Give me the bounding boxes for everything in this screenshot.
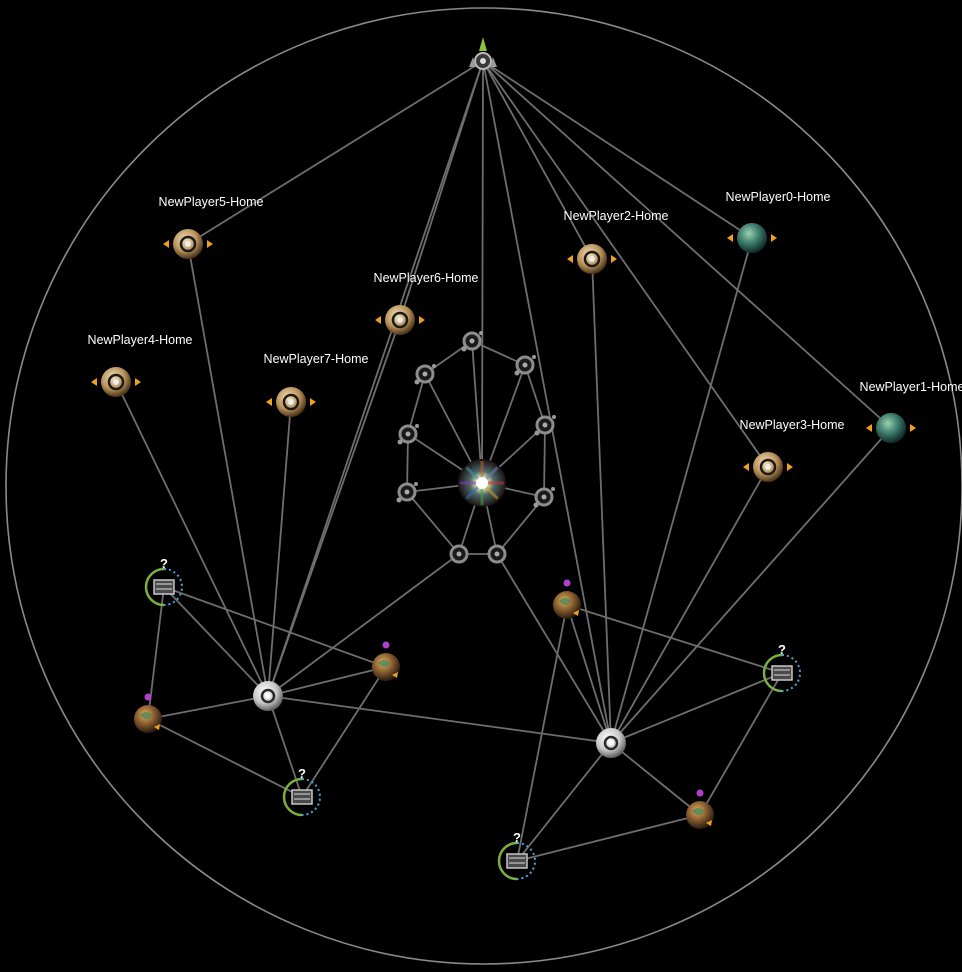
unexplored-system-icon[interactable] [282,777,321,817]
hyperlane [482,60,753,239]
home-system-label: NewPlayer3-Home [739,418,845,432]
home-system-p3[interactable] [743,452,793,482]
relay-node-icon[interactable] [397,424,420,445]
station-icon[interactable] [469,37,497,70]
colony-planet-icon[interactable] [134,693,162,734]
anomaly-marker [696,789,704,797]
hyperlane [482,60,892,429]
hyperlane [699,672,783,816]
hyperlane [610,466,769,744]
hyperlane [482,60,769,468]
hyperlane [516,814,701,862]
hyperlane [406,433,409,493]
hyperlane [163,586,387,668]
orange-arrow-icon [375,316,425,324]
orange-arrow-icon [866,424,916,432]
hyperlane [566,604,612,744]
unknown-marker: ? [298,766,306,781]
relay-node-icon[interactable] [414,364,437,385]
home-system-label: NewPlayer0-Home [725,190,831,204]
home-system-p7[interactable] [266,387,316,417]
relay-node-icon[interactable] [461,331,484,352]
relay-node-icon[interactable] [533,487,556,508]
hyperlane [187,243,269,697]
home-system-p0[interactable] [727,223,777,253]
hyperlane [591,258,612,744]
orange-arrow-icon [743,463,793,471]
hyperlane [267,60,484,697]
hyperlane [187,60,484,245]
home-system-p4[interactable] [91,367,141,397]
galaxy-boundary [5,7,962,965]
moon-hub-icon[interactable] [596,728,626,758]
hyperlane [424,340,473,375]
relay-node-icon[interactable] [449,544,469,564]
hyperlane [471,340,526,366]
unexplored-system-icon[interactable] [497,841,536,881]
hyperlane [147,695,269,720]
galactic-core-icon[interactable] [458,459,506,507]
hyperlane [516,604,568,862]
hyperlane [610,237,753,744]
hyperlane [543,424,546,498]
orange-arrow-icon [266,398,316,406]
hyperlane [407,373,426,435]
hyperlane [496,553,612,744]
home-system-label: NewPlayer1-Home [859,380,962,394]
hyperlane [524,364,546,426]
colony-planet-icon[interactable] [372,641,400,682]
hyperlane [147,718,303,798]
hyperlane [610,427,892,744]
home-system-p1[interactable] [866,413,916,443]
hyperlane [267,695,612,744]
hyperlanes [115,60,892,862]
hyperlane [267,319,401,697]
home-system-p6[interactable] [375,305,425,335]
relay-node-icon[interactable] [534,415,557,436]
star-systems [91,37,916,881]
orange-arrow-icon [567,255,617,263]
hyperlane [267,553,460,697]
hyperlane [610,742,701,816]
relay-node-icon[interactable] [396,482,419,503]
hyperlane [267,401,292,697]
relay-node-icon[interactable] [487,544,507,564]
colony-planet-icon[interactable] [686,789,714,830]
orange-arrow-icon [91,378,141,386]
anomaly-marker [144,693,152,701]
home-system-label: NewPlayer6-Home [373,271,479,285]
colony-planet-icon[interactable] [553,579,581,620]
unknown-marker: ? [513,830,521,845]
home-system-p2[interactable] [567,244,617,274]
moon-hub-icon[interactable] [253,681,283,711]
hyperlane [566,604,783,674]
anomaly-marker [563,579,571,587]
hyperlane [301,666,387,798]
hyperlane [267,666,387,697]
hyperlane [610,672,783,744]
orange-arrow-icon [727,234,777,242]
hyperlane [481,60,484,484]
hyperlane [163,586,269,697]
home-system-label: NewPlayer4-Home [87,333,193,347]
home-system-label: NewPlayer5-Home [158,195,264,209]
home-system-label: NewPlayer2-Home [563,209,669,223]
hyperlane [115,381,269,697]
unexplored-system-icon[interactable] [762,653,801,693]
hyperlane [406,491,460,555]
hyperlane [482,60,612,744]
home-system-label: NewPlayer7-Home [263,352,369,366]
unexplored-system-icon[interactable] [144,567,183,607]
anomaly-marker [382,641,390,649]
hyperlane [482,60,593,260]
hyperlane [516,742,612,862]
unknown-marker: ? [778,642,786,657]
relay-node-icon[interactable] [514,355,537,376]
orange-arrow-icon [163,240,213,248]
home-system-p5[interactable] [163,229,213,259]
unknown-marker: ? [160,556,168,571]
